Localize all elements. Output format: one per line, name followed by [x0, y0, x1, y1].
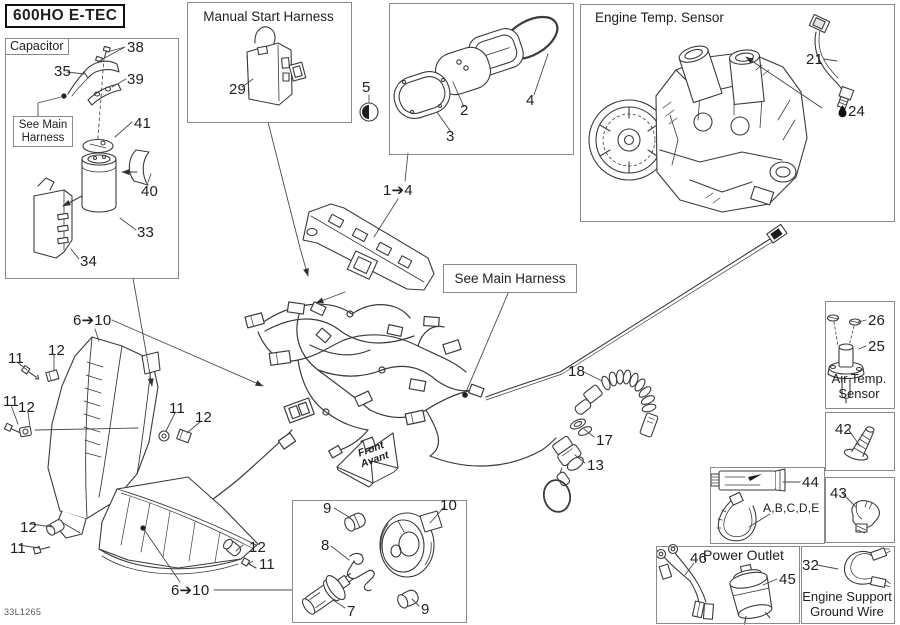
grease-tube-drawing [710, 468, 786, 492]
part-label-42: 42 [835, 421, 853, 438]
clip-drawing [851, 500, 880, 534]
engine-temp-box [580, 4, 895, 222]
part-label-kit: A,B,C,D,E [763, 501, 820, 515]
part-label-1-4: 1➔4 [383, 182, 413, 199]
ground-wire-title: Engine Support Ground Wire [802, 589, 892, 619]
part-label-7: 7 [347, 603, 356, 620]
capacitor-box-title: Capacitor [5, 38, 69, 55]
tether-drawing [542, 369, 659, 513]
capacitor-box [5, 38, 179, 279]
part-label-12: 12 [195, 409, 213, 426]
grease-kit-box [710, 467, 825, 544]
power-outlet-title: Power Outlet [703, 547, 784, 563]
air-temp-title: Air Temp. Sensor [831, 371, 887, 401]
power-outlet-drawing [655, 543, 773, 625]
part-label-35: 35 [54, 63, 72, 80]
see-main-harness-note-center: See Main Harness [443, 264, 577, 293]
part-label-5: 5 [362, 79, 371, 96]
part-label-11: 11 [8, 350, 24, 367]
headlight-housing-drawing [47, 336, 161, 539]
capacitor-drawing [33, 45, 150, 259]
bulb-box [292, 500, 467, 623]
rivet-box [825, 412, 895, 471]
model-title: 600HO E-TEC [5, 4, 126, 28]
part-label-43: 43 [830, 485, 848, 502]
air-temp-sensor-drawing [826, 314, 865, 404]
part-label-24: 24 [838, 104, 865, 120]
part-label-11: 11 [3, 393, 19, 410]
part-label-4: 4 [526, 92, 535, 109]
part-label-13: 13 [587, 457, 605, 474]
push-rivet-drawing [843, 426, 875, 461]
part-label-39: 39 [127, 71, 145, 88]
sheet-code: 33L1265 [4, 607, 42, 617]
part-label-12: 12 [249, 539, 267, 556]
cable-tie-drawing [716, 491, 757, 542]
part-label-2: 2 [460, 102, 469, 119]
ground-wire-drawing [844, 547, 891, 588]
manual-start-part-drawing [246, 26, 307, 106]
grease-drop-icon [838, 105, 847, 118]
part-label-34: 34 [80, 253, 98, 270]
manual-start-box [187, 2, 352, 123]
bulb-parts-drawing [301, 510, 443, 615]
engine-temp-sensor-drawing [745, 13, 855, 110]
part-label-18: 18 [568, 363, 586, 380]
long-harness-wire-drawing [485, 223, 788, 401]
main-harness-drawing [203, 301, 557, 507]
clip-box [825, 477, 895, 543]
part-label-41: 41 [134, 115, 152, 132]
part-label-45: 45 [779, 571, 797, 588]
part-label-6-10-bottom: 6➔10 [171, 582, 210, 599]
gauge-cluster-drawing [359, 15, 559, 122]
ground-wire-box [801, 546, 895, 624]
part-label-17: 17 [596, 432, 614, 449]
part-label-21: 21 [806, 51, 824, 68]
part-label-44: 44 [802, 474, 820, 491]
part-label-11: 11 [169, 400, 185, 417]
manual-start-title: Manual Start Harness [203, 9, 334, 24]
part-label-12: 12 [20, 519, 38, 536]
part-label-38: 38 [127, 39, 145, 56]
part-label-10: 10 [440, 497, 458, 514]
gauge-support-drawing [302, 203, 435, 291]
power-outlet-box [656, 546, 800, 624]
part-label-12: 12 [18, 399, 36, 416]
leader-lines [10, 46, 867, 609]
gauge-cluster-box [389, 3, 574, 155]
part-label-6-10-top: 6➔10 [73, 312, 112, 329]
part-label-9: 9 [421, 601, 430, 618]
engine-drawing [588, 45, 808, 213]
engine-temp-title: Engine Temp. Sensor [595, 10, 724, 25]
part-label-26: 26 [868, 312, 886, 329]
air-temp-box [825, 301, 895, 409]
part-label-29: 29 [229, 81, 247, 98]
part-label-8: 8 [321, 537, 330, 554]
part-label-46: 46 [690, 550, 708, 567]
part-label-40: 40 [141, 183, 159, 200]
front-arrow-drawing [336, 432, 399, 488]
part-label-25: 25 [868, 338, 886, 355]
see-main-harness-note-capacitor: See Main Harness [13, 116, 73, 147]
part-label-11: 11 [10, 540, 26, 557]
part-label-33: 33 [137, 224, 155, 241]
part-label-32: 32 [802, 557, 820, 574]
headlight-lens-drawing [98, 476, 259, 575]
part-label-11: 11 [259, 556, 275, 573]
part-label-9: 9 [323, 500, 332, 517]
part-label-3: 3 [446, 128, 455, 145]
part-label-12: 12 [48, 342, 66, 359]
